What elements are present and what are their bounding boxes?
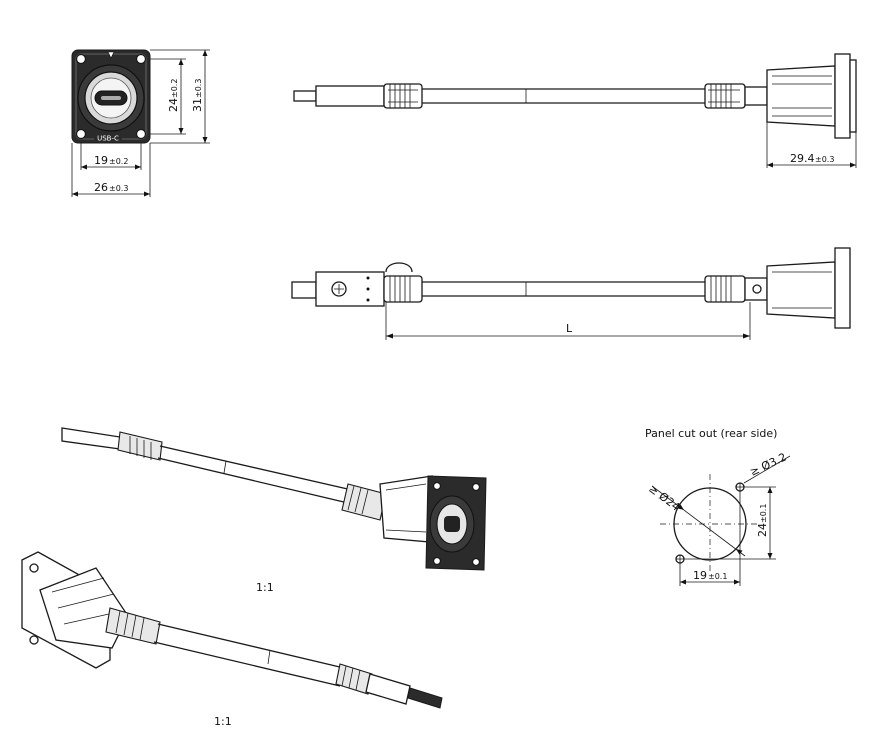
cutout-dim-height-value: 24 xyxy=(756,523,769,537)
side-flange xyxy=(834,53,851,139)
cutout-main-hole xyxy=(673,487,747,561)
mount-hole-bottom-left xyxy=(75,128,87,140)
top-view: L xyxy=(291,247,851,340)
side-housing xyxy=(766,65,836,127)
top-flange xyxy=(834,247,851,329)
cutout-dim-diameter-hole: ≥ Ø3.2 xyxy=(748,451,789,479)
panel-cutout: Panel cut out (rear side) ≥ Ø24 ≥ Ø3.2 2… xyxy=(645,427,791,586)
top-left-strain-relief xyxy=(383,275,423,303)
top-plug-tip xyxy=(291,281,317,299)
front-view: USB-C 19 ±0.2 26 ±0.3 24 ±0.2 31 ±0.3 xyxy=(71,49,210,197)
dim-depth-value: 29.4 xyxy=(790,152,815,165)
dim-length-label: L xyxy=(566,322,573,335)
iso-upper-scale: 1:1 xyxy=(256,581,274,594)
cutout-dim-width-tol: ±0.1 xyxy=(708,572,727,581)
iso-lower-cable xyxy=(153,623,345,687)
side-view: 29.4 ±0.3 xyxy=(293,53,857,168)
iso-upper-plug xyxy=(61,427,121,450)
top-plug-body xyxy=(315,271,385,307)
dim-outer-width-value: 26 xyxy=(94,181,108,194)
usb-c-label: USB-C xyxy=(97,135,119,143)
iso-lower-scale: 1:1 xyxy=(214,715,232,728)
dim-inner-width-tol: ±0.2 xyxy=(109,157,128,166)
dim-inner-width-value: 19 xyxy=(94,154,108,167)
iso-view-lower: 1:1 xyxy=(21,551,443,728)
dim-inner-height-value: 24 xyxy=(167,98,180,112)
mount-hole-top-left xyxy=(75,53,87,65)
cutout-dim-diameter-main: ≥ Ø24 xyxy=(646,482,682,514)
dim-outer-width-tol: ±0.3 xyxy=(109,184,128,193)
dim-outer-height-value: 31 xyxy=(191,98,204,112)
top-lanyard-loop xyxy=(385,262,413,273)
top-housing xyxy=(766,261,836,319)
iso-upper-cable xyxy=(157,445,353,504)
iso-view-upper: 1:1 xyxy=(61,427,487,594)
cutout-dim-height-tol: ±0.1 xyxy=(759,504,768,523)
cutout-title: Panel cut out (rear side) xyxy=(645,427,777,440)
dim-outer-height-tol: ±0.3 xyxy=(194,79,203,98)
side-plug-body xyxy=(315,85,385,107)
mount-hole-top-right xyxy=(135,53,147,65)
side-plug-tip xyxy=(293,90,317,102)
orientation-arrow-icon xyxy=(107,51,115,59)
cutout-dim-width-value: 19 xyxy=(693,569,707,582)
mount-hole-bottom-right xyxy=(135,128,147,140)
dim-inner-height-tol: ±0.2 xyxy=(170,79,179,98)
dim-depth-tol: ±0.3 xyxy=(815,155,834,164)
iso-lower-plug xyxy=(365,673,411,705)
